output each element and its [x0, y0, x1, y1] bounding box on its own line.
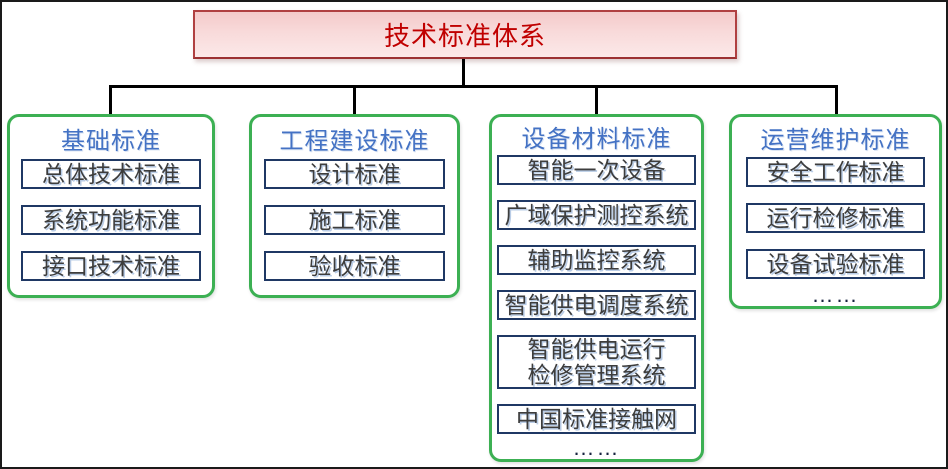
connector-drop-2 [353, 85, 356, 114]
standard-item: 安全工作标准 [746, 157, 925, 187]
standard-item: 验收标准 [264, 251, 445, 281]
category-construction-standards: 工程建设标准 设计标准 施工标准 验收标准 [249, 114, 460, 298]
standard-item: 施工标准 [264, 205, 445, 235]
category-title: 设备材料标准 [521, 125, 672, 153]
standard-item: 总体技术标准 [21, 159, 201, 189]
standard-item: 智能供电调度系统 [497, 290, 696, 320]
connector-horizontal [109, 85, 838, 88]
category-title: 基础标准 [61, 127, 161, 155]
root-node-label: 技术标准体系 [383, 21, 546, 51]
connector-drop-4 [835, 85, 838, 114]
standard-item: 设备试验标准 [746, 249, 925, 279]
standard-item-line-2: 检修管理系统 [527, 362, 666, 388]
standard-item: 智能一次设备 [497, 155, 696, 185]
more-items-ellipsis: …… [572, 435, 621, 460]
connector-drop-3 [595, 85, 598, 114]
category-title: 工程建设标准 [279, 127, 430, 155]
category-items: 安全工作标准 运行检修标准 设备试验标准 [732, 157, 939, 279]
standard-item: 智能供电运行 检修管理系统 [497, 335, 696, 389]
category-items: 总体技术标准 系统功能标准 接口技术标准 [10, 159, 212, 281]
standard-item: 中国标准接触网 [497, 404, 696, 434]
more-items-ellipsis: …… [811, 282, 860, 307]
standard-item: 辅助监控系统 [497, 245, 696, 275]
category-equipment-material-standards: 设备材料标准 智能一次设备 广域保护测控系统 辅助监控系统 智能供电调度系统 智… [489, 114, 704, 462]
category-title: 运营维护标准 [760, 126, 911, 154]
category-items: 智能一次设备 广域保护测控系统 辅助监控系统 智能供电调度系统 智能供电运行 检… [492, 155, 701, 434]
connector-drop-1 [109, 85, 112, 114]
standard-item: 广域保护测控系统 [497, 200, 696, 230]
root-node: 技术标准体系 [193, 10, 737, 59]
category-items: 设计标准 施工标准 验收标准 [252, 159, 457, 281]
category-basic-standards: 基础标准 总体技术标准 系统功能标准 接口技术标准 [7, 114, 215, 298]
standard-item: 接口技术标准 [21, 251, 201, 281]
standard-item-line-1: 智能供电运行 [527, 336, 666, 362]
standard-item: 设计标准 [264, 159, 445, 189]
standard-item: 系统功能标准 [21, 205, 201, 235]
standard-item: 运行检修标准 [746, 203, 925, 233]
connector-trunk [462, 59, 465, 86]
category-operation-maintenance-standards: 运营维护标准 安全工作标准 运行检修标准 设备试验标准 …… [729, 114, 942, 309]
